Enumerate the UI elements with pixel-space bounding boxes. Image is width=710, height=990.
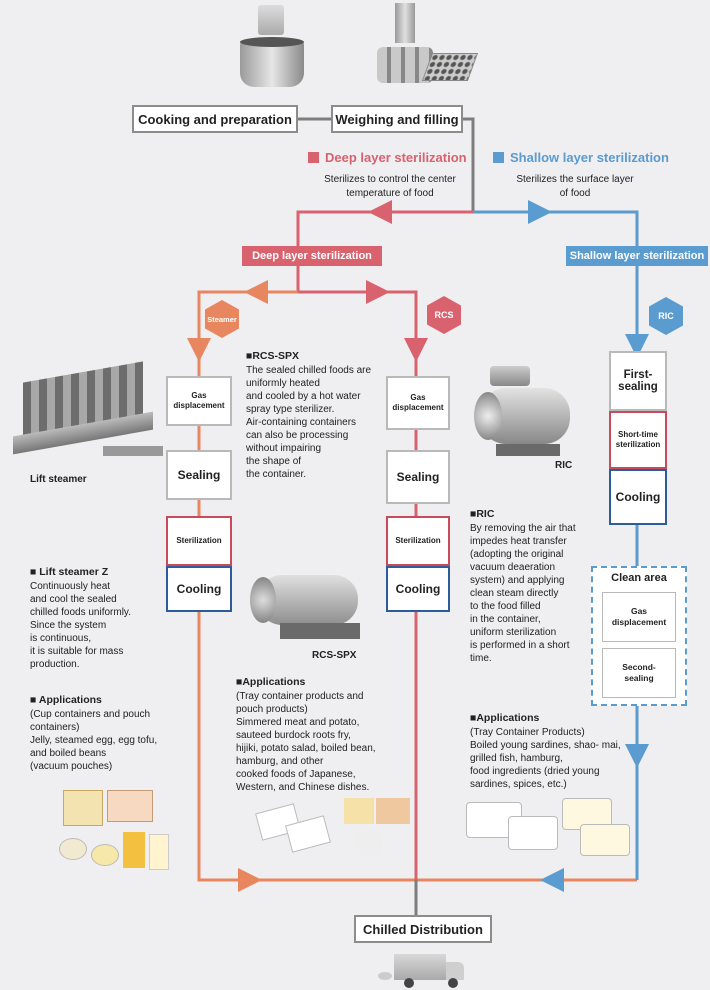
- middle-food-products-illustration: [255, 798, 413, 864]
- short-time-sterilization-box: Short-time sterilization: [609, 411, 667, 469]
- legend-deep-label: Deep layer sterilization: [325, 150, 467, 165]
- left-food-products-illustration: [55, 786, 175, 876]
- filling-machine-illustration: [375, 3, 479, 89]
- mid-cooling-box: Cooling: [386, 566, 450, 612]
- rcs-spx-desc-body: The sealed chilled foods are uniformly h…: [246, 364, 372, 480]
- mid-sterilization-box: Sterilization: [386, 516, 450, 566]
- ric-hexagon: RIC: [649, 297, 683, 335]
- clean-area-title: Clean area: [611, 572, 667, 584]
- ric-desc-heading: ■RIC: [470, 508, 495, 520]
- deep-layer-banner: Deep layer sterilization: [242, 246, 382, 266]
- left-cooling-box: Cooling: [166, 566, 232, 612]
- right-cooling-box: Cooling: [609, 469, 667, 525]
- ric-description: ■RIC By removing the air that impedes he…: [470, 508, 590, 665]
- rcs-spx-label: RCS-SPX: [312, 650, 357, 661]
- applications-right: ■Applications (Tray Container Products) …: [470, 712, 630, 791]
- rcs-spx-illustration: [250, 565, 370, 645]
- lift-steamer-label: Lift steamer: [30, 474, 87, 485]
- apps-right-body: (Tray Container Products) Boiled young s…: [470, 726, 621, 790]
- lift-desc-heading: ■ Lift steamer Z: [30, 566, 109, 578]
- first-sealing-box: First- sealing: [609, 351, 667, 411]
- apps-left-body: (Cup containers and pouch containers) Je…: [30, 708, 158, 772]
- delivery-truck-icon: [378, 952, 468, 988]
- lift-steamer-description: ■ Lift steamer Z Continuously heat and c…: [30, 566, 160, 671]
- left-sterilization-box: Sterilization: [166, 516, 232, 566]
- chilled-distribution-box: Chilled Distribution: [354, 915, 492, 943]
- rcs-spx-description: ■RCS-SPX The sealed chilled foods are un…: [246, 350, 386, 481]
- left-gas-displacement-box: Gas displacement: [166, 376, 232, 426]
- legend-shallow-label: Shallow layer sterilization: [510, 150, 669, 165]
- weighing-filling-box: Weighing and filling: [331, 105, 463, 133]
- lift-steamer-illustration: [3, 361, 163, 462]
- right-food-products-illustration: [462, 792, 632, 866]
- rcs-spx-desc-heading: ■RCS-SPX: [246, 350, 300, 362]
- applications-middle: ■Applications (Tray container products a…: [236, 676, 396, 794]
- second-sealing-box: Second- sealing: [602, 648, 676, 698]
- shallow-note: Sterilizes the surface layer of food: [516, 174, 634, 199]
- rcs-hexagon: RCS: [427, 296, 461, 334]
- cooking-preparation-box: Cooking and preparation: [132, 105, 298, 133]
- cooking-machine-illustration: [236, 5, 308, 89]
- mid-sealing-box: Sealing: [386, 450, 450, 504]
- apps-mid-body: (Tray container products and pouch produ…: [236, 690, 376, 793]
- apps-left-heading: ■ Applications: [30, 694, 102, 706]
- shallow-branch-line: [473, 210, 639, 246]
- ric-desc-body: By removing the air that impedes heat tr…: [470, 522, 576, 664]
- deep-branch-line: [296, 210, 473, 246]
- legend-deep-swatch: [308, 152, 319, 163]
- clean-area: Clean area Gas displacement Second- seal…: [591, 566, 687, 706]
- left-sealing-box: Sealing: [166, 450, 232, 500]
- applications-left: ■ Applications (Cup containers and pouch…: [30, 694, 190, 773]
- shallow-layer-banner: Shallow layer sterilization: [566, 246, 708, 266]
- mid-gas-displacement-box: Gas displacement: [386, 376, 450, 430]
- apps-right-heading: ■Applications: [470, 712, 540, 724]
- legend-shallow-swatch: [493, 152, 504, 163]
- deep-note: Sterilizes to control the center tempera…: [324, 174, 456, 199]
- connector-to-split: [462, 117, 475, 212]
- ric-illustration: [470, 366, 580, 466]
- middle-rcs-line: [298, 290, 418, 880]
- lift-desc-body: Continuously heat and cool the sealed ch…: [30, 580, 131, 670]
- steamer-hexagon: Steamer: [205, 300, 239, 338]
- legend-shallow-layer: Shallow layer sterilization: [493, 150, 669, 165]
- clean-gas-displacement-box: Gas displacement: [602, 592, 676, 642]
- legend-deep-layer: Deep layer sterilization: [308, 150, 467, 165]
- apps-mid-heading: ■Applications: [236, 676, 306, 688]
- ric-label: RIC: [555, 460, 573, 471]
